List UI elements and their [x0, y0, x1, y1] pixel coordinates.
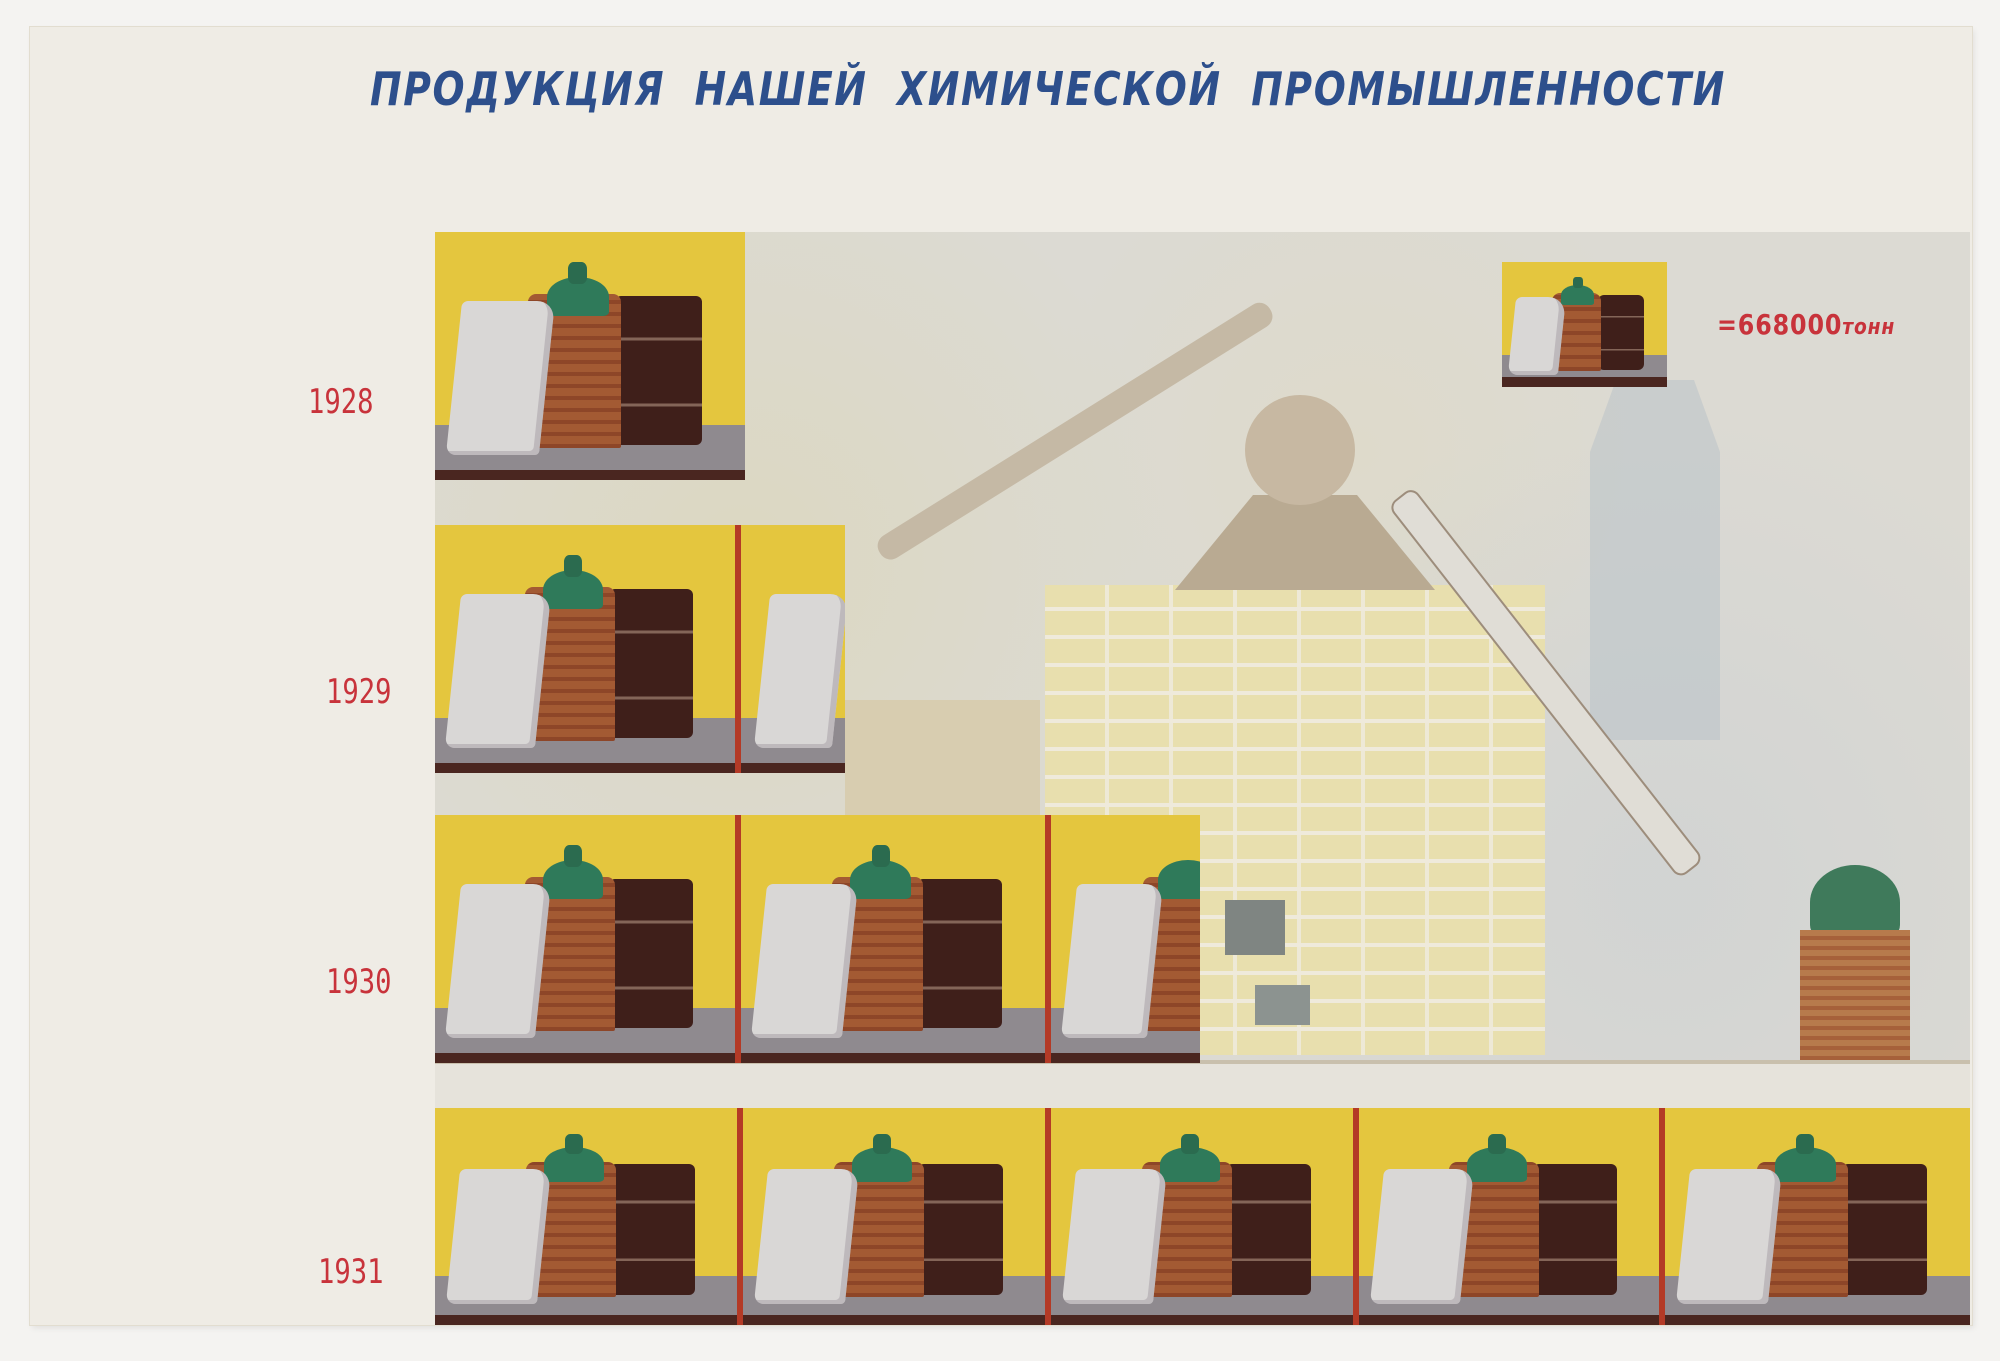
pictogram-unit: [1665, 1108, 1970, 1325]
collecting-carboy-icon: [1810, 865, 1900, 940]
pictogram-unit: [435, 1108, 743, 1325]
sack-icon: [1369, 1168, 1475, 1304]
collecting-basket-icon: [1800, 930, 1910, 1070]
pictogram-unit: [1359, 1108, 1665, 1325]
bar-1929: [435, 525, 845, 773]
floor-band: [435, 1060, 1970, 1112]
pictogram-unit: [435, 232, 745, 480]
year-label-1929: 1929: [326, 672, 392, 712]
pictogram-unit: [435, 815, 741, 1063]
pictogram-unit-partial: [1051, 815, 1200, 1063]
barrel-icon: [917, 879, 1003, 1029]
sack-icon: [444, 884, 552, 1039]
legend: =668000тонн: [1502, 262, 1927, 387]
sack-icon: [1062, 1168, 1167, 1304]
pictogram-unit: [435, 525, 741, 773]
background-tower-silhouette: [1590, 380, 1720, 740]
legend-unit: тонн: [1842, 315, 1896, 340]
year-label-1931: 1931: [318, 1252, 384, 1292]
pictogram-unit: [1051, 1108, 1359, 1325]
furnace-fire-door: [1225, 900, 1285, 955]
pictogram-unit: [741, 815, 1051, 1063]
year-label-1930: 1930: [326, 962, 392, 1002]
legend-pictogram-icon: [1502, 262, 1667, 387]
pictogram-unit: [743, 1108, 1051, 1325]
barrel-icon: [1841, 1164, 1928, 1295]
pictogram-unit-partial: [741, 525, 845, 773]
still-boiler-head: [1245, 395, 1355, 505]
barrel-icon: [1533, 1164, 1617, 1295]
barrel-icon: [1226, 1164, 1311, 1295]
barrel-icon: [614, 296, 702, 446]
sack-icon: [446, 1168, 551, 1304]
barrel-icon: [609, 589, 693, 739]
legend-number: 668000: [1737, 308, 1843, 341]
sack-icon: [444, 594, 552, 749]
bar-1928: [435, 232, 745, 480]
year-label-1928: 1928: [308, 382, 374, 422]
legend-equals: =: [1717, 308, 1738, 341]
carboy-icon: [1158, 859, 1200, 900]
sack-icon: [753, 594, 845, 749]
sack-icon: [445, 301, 555, 456]
sack-icon: [1676, 1168, 1782, 1304]
sack-icon: [751, 884, 859, 1039]
legend-value: =668000тонн: [1717, 308, 1895, 341]
bar-1930: [435, 815, 1200, 1063]
sack-icon: [1060, 884, 1164, 1039]
chart-title: ПРОДУКЦИЯ НАШЕЙ ХИМИЧЕСКОЙ ПРОМЫШЛЕННОСТ…: [370, 62, 1726, 116]
barrel-icon: [609, 879, 693, 1029]
sack-icon: [754, 1168, 859, 1304]
furnace-ash-door: [1255, 985, 1310, 1025]
bar-1931: [435, 1108, 1970, 1325]
barrel-icon: [610, 1164, 695, 1295]
barrel-icon: [918, 1164, 1003, 1295]
